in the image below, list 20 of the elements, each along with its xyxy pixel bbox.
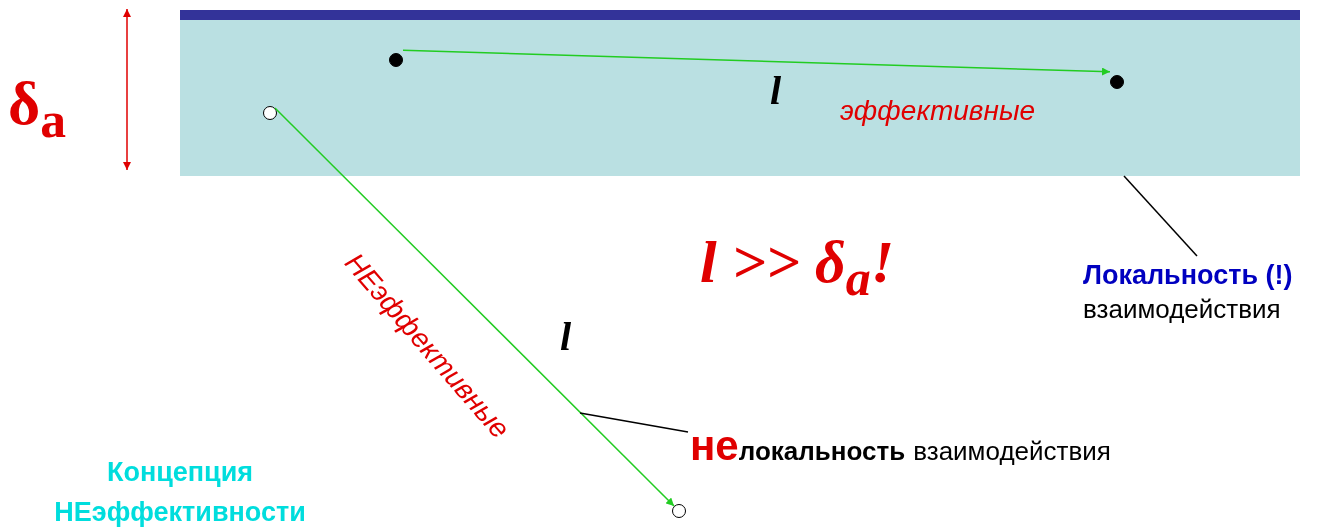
layer-band (180, 10, 1300, 176)
edge-label: l (770, 67, 782, 114)
point-marker (1110, 75, 1124, 89)
symbol-label: δ$_{a}$ (8, 68, 66, 151)
concept-label: Концепция НЕэффективности (53, 456, 307, 529)
point-marker (263, 106, 277, 120)
caption-text: не (690, 422, 739, 469)
caption-text: локальность (738, 436, 906, 466)
formula-label: l >> δ$_{a}$! (700, 228, 895, 307)
point-marker (389, 53, 403, 67)
caption-text: взаимодействия (913, 436, 1111, 466)
arrow (274, 107, 675, 507)
point-marker (672, 504, 686, 518)
arrow (402, 49, 1111, 76)
heading-text: Локальность (!) (1083, 259, 1293, 292)
body-text: взаимодействия (1083, 293, 1282, 326)
leader-line (1123, 175, 1198, 257)
edge-label: l (560, 313, 572, 360)
region-label: эффективные (840, 95, 1036, 127)
leader-line (579, 412, 689, 433)
